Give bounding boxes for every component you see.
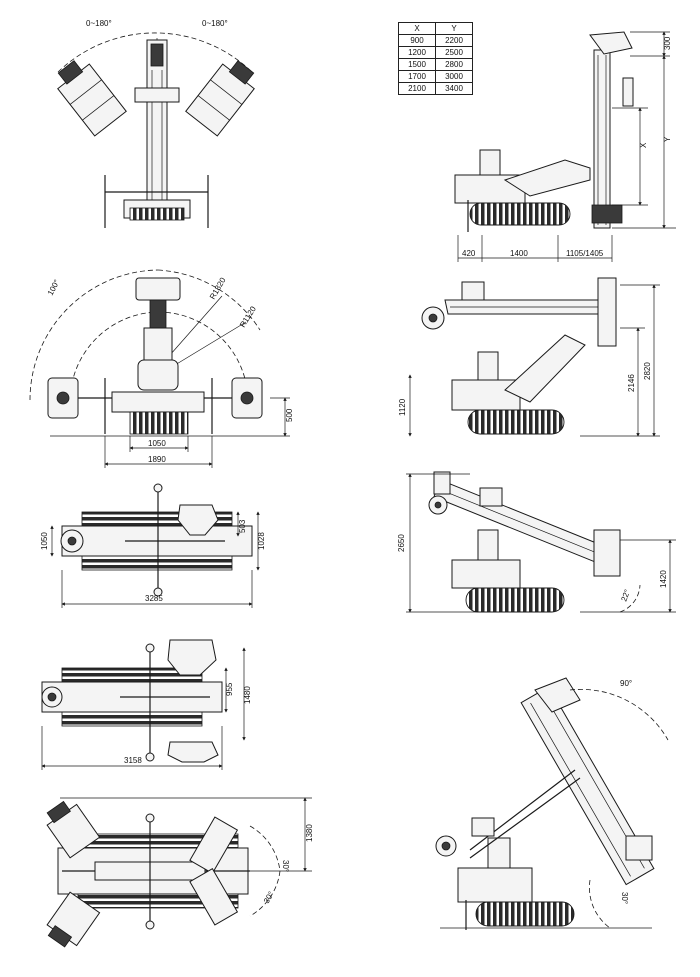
label-dim-1120: 1120: [398, 398, 407, 416]
label-dim-503: 503: [238, 519, 247, 533]
label-dim-3158: 3158: [124, 756, 142, 765]
side-view-raised: 90° 30°: [435, 677, 669, 930]
label-dim-1380: 1380: [305, 824, 314, 842]
label-dim-2820: 2820: [643, 362, 652, 380]
label-angle-90: 90°: [620, 679, 632, 688]
side-view-inclined: 2650 1420 22°: [397, 471, 676, 613]
label-r1120: R1120: [238, 304, 258, 329]
label-dim-955: 955: [225, 682, 234, 696]
front-view-rotation: 0~180° 0~180°: [57, 19, 255, 228]
plan-view-transport: 1050 503 1028 3285: [40, 483, 266, 608]
plan-view-angled: 30° 30° 1380: [46, 797, 314, 948]
label-r1820: R1820: [208, 276, 228, 301]
side-view-xy: 300 X Y 420 1400 1105/1405: [454, 31, 676, 262]
table-cell: 3400: [435, 82, 473, 95]
front-view-radius: 100° R1820 R1120 500 1050 1890: [29, 269, 294, 468]
side-view-folded: 1120 2146 2820: [398, 277, 660, 437]
label-dim-300: 300: [663, 36, 672, 50]
label-dim-1890: 1890: [148, 455, 166, 464]
label-dim-1480: 1480: [243, 686, 252, 704]
label-dim-1028: 1028: [257, 532, 266, 550]
label-angle-30b: 30°: [262, 890, 276, 905]
label-dim-420: 420: [462, 249, 476, 258]
label-dim-x: X: [639, 142, 648, 148]
label-dim-y: Y: [663, 136, 672, 142]
plan-view-working: 955 1480 3158: [41, 639, 252, 770]
label-dim-1400: 1400: [510, 249, 528, 258]
label-dim-2650: 2650: [397, 534, 406, 552]
label-angle-22: 22°: [619, 588, 632, 602]
label-dim-1050-plan: 1050: [40, 532, 49, 550]
label-angle-30c: 30°: [620, 892, 629, 904]
label-angle-right: 0~180°: [202, 19, 228, 28]
label-dim-1105: 1105/1405: [566, 249, 604, 258]
label-angle-100: 100°: [46, 278, 62, 297]
label-dim-1050: 1050: [148, 439, 166, 448]
label-angle-left: 0~180°: [86, 19, 112, 28]
label-dim-2146: 2146: [627, 374, 636, 392]
label-angle-30a: 30°: [281, 860, 290, 872]
label-dim-1420: 1420: [659, 570, 668, 588]
label-dim-3285: 3285: [145, 594, 163, 603]
label-dim-500: 500: [285, 408, 294, 422]
